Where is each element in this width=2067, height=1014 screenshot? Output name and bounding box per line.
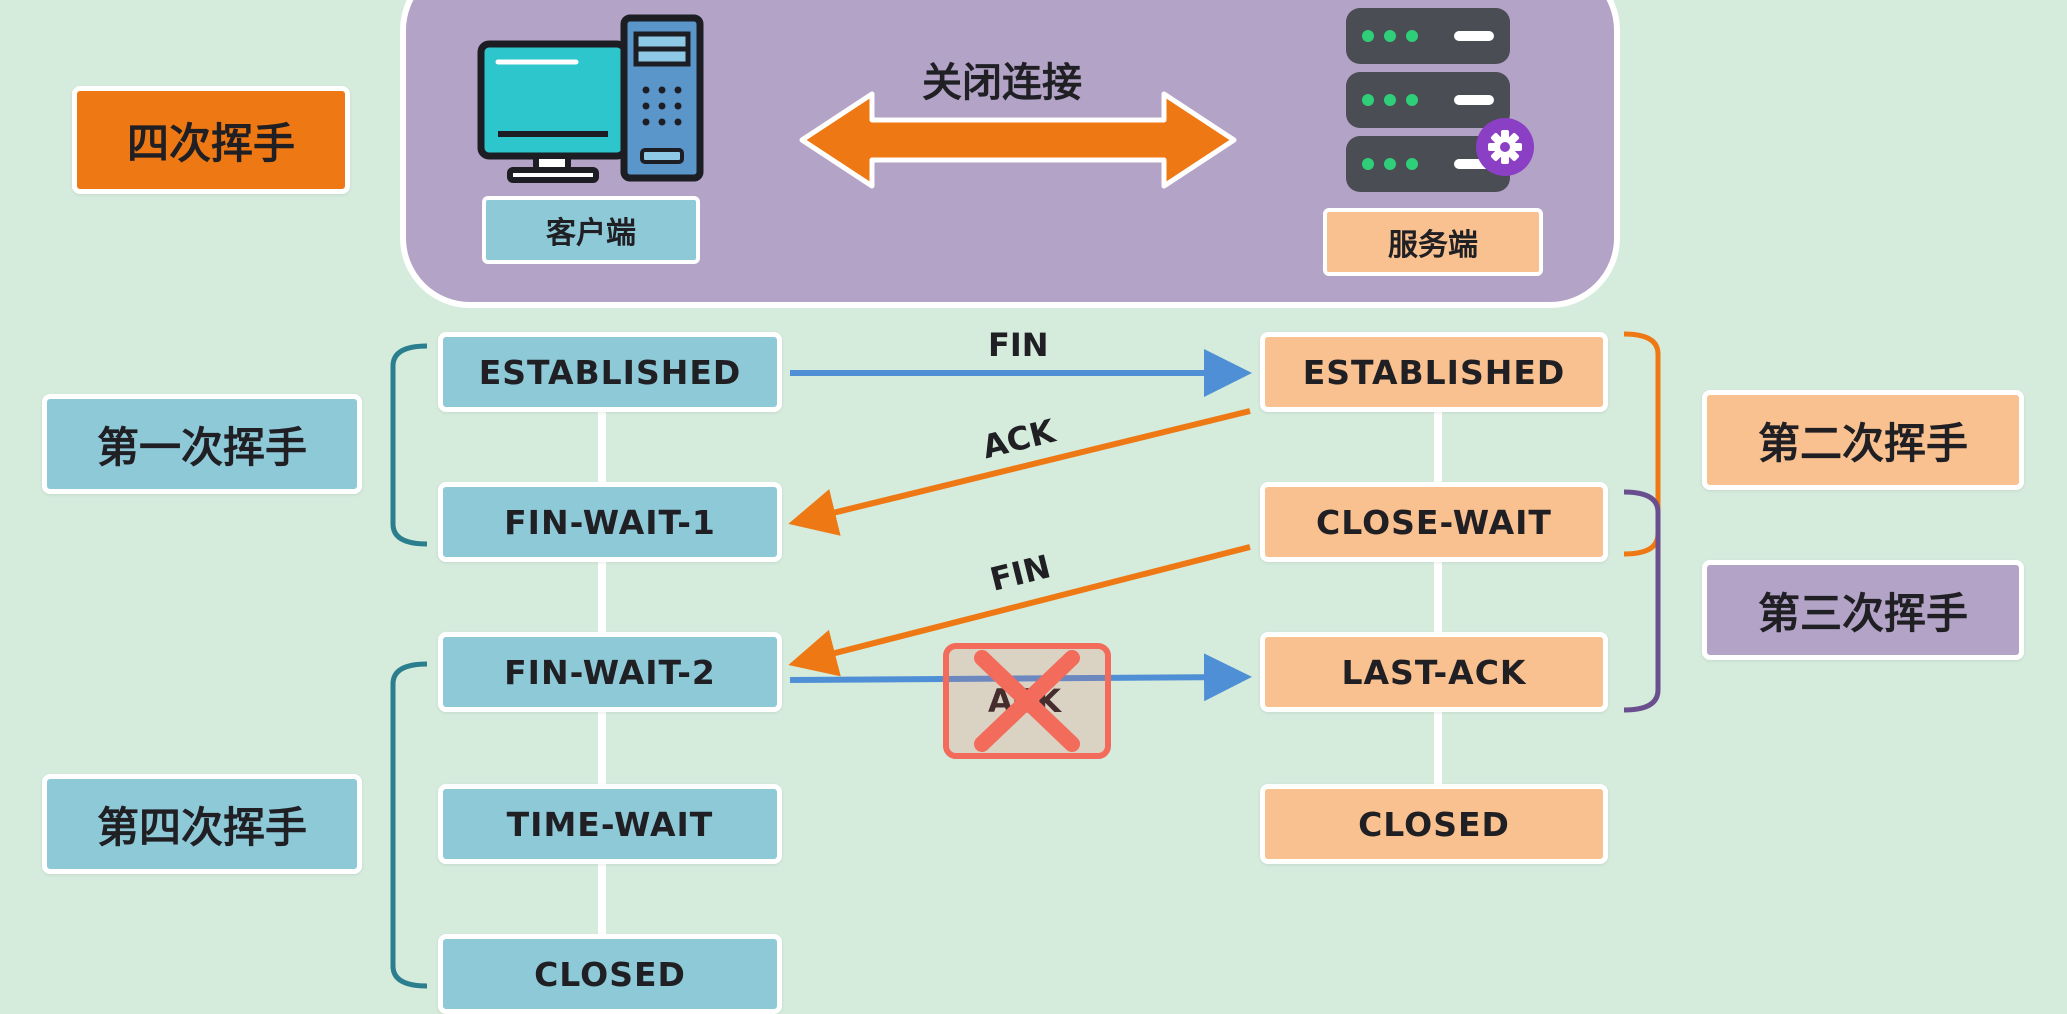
close-connection-label: 关闭连接 <box>922 60 1082 106</box>
server-state-established: ESTABLISHED <box>1260 332 1608 412</box>
server-state-last-ack: LAST-ACK <box>1260 632 1608 712</box>
client-state-established: ESTABLISHED <box>438 332 782 412</box>
lost-packet-x-icon <box>943 643 1111 759</box>
bracket-second-wave <box>1623 331 1661 557</box>
gear-icon <box>1476 118 1534 176</box>
computer-icon <box>477 14 704 183</box>
page-title: 四次挥手 <box>72 86 350 194</box>
phase-second-wave: 第二次挥手 <box>1702 390 2024 490</box>
client-state-fin-wait-2: FIN-WAIT-2 <box>438 632 782 712</box>
fin-label-1: FIN <box>988 326 1049 364</box>
server-state-closed: CLOSED <box>1260 784 1608 864</box>
client-state-fin-wait-1: FIN-WAIT-1 <box>438 482 782 562</box>
phase-first-wave: 第一次挥手 <box>42 394 362 494</box>
bracket-fourth-wave <box>390 661 428 989</box>
phase-fourth-wave: 第四次挥手 <box>42 774 362 874</box>
phase-third-wave: 第三次挥手 <box>1702 560 2024 660</box>
server-label: 服务端 <box>1323 208 1543 276</box>
client-state-time-wait: TIME-WAIT <box>438 784 782 864</box>
server-timeline <box>1434 410 1442 800</box>
fin-arrow-2 <box>788 544 1251 677</box>
client-label: 客户端 <box>482 196 700 264</box>
client-state-closed: CLOSED <box>438 934 782 1014</box>
server-icon <box>1346 8 1510 192</box>
double-arrow-icon <box>799 91 1237 189</box>
ack-arrow-1 <box>788 408 1251 536</box>
bracket-first-wave <box>390 343 428 547</box>
server-state-close-wait: CLOSE-WAIT <box>1260 482 1608 562</box>
bracket-third-wave <box>1623 489 1661 713</box>
